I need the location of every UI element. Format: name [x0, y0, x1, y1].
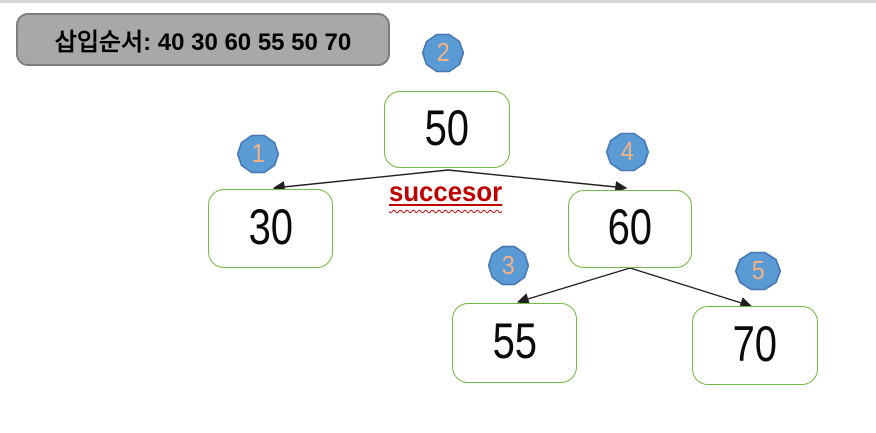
tree-node-value: 60: [607, 199, 653, 255]
decagon-shape-icon: [605, 132, 650, 172]
decagon-shape-icon: [236, 134, 280, 174]
tree-node-value: 30: [248, 198, 293, 255]
insertion-order-box: 삽입순서: 40 30 60 55 50 70: [16, 13, 390, 66]
tree-node-55: 55: [452, 303, 577, 383]
order-badge-number: 3: [501, 249, 516, 280]
successor-label: succesor: [389, 176, 512, 208]
tree-node-70: 70: [692, 306, 818, 385]
order-badge-2: 2: [421, 32, 465, 74]
order-badge-number: 1: [251, 138, 265, 168]
order-badge-number: 5: [751, 255, 765, 285]
tree-node-50: 50: [384, 91, 510, 168]
tree-node-value: 50: [424, 99, 470, 156]
order-badge-4: 4: [605, 131, 650, 173]
slide-top-border: [0, 0, 876, 3]
order-badge-5: 5: [734, 250, 782, 292]
order-badge-number: 4: [620, 136, 635, 166]
tree-node-30: 30: [208, 189, 333, 268]
tree-node-value: 70: [732, 315, 778, 372]
insertion-order-text: 삽입순서: 40 30 60 55 50 70: [54, 29, 352, 56]
edge-60-to-70: [629, 267, 753, 309]
order-badge-number: 2: [436, 37, 450, 67]
decagon-shape-icon: [734, 251, 782, 291]
decagon-shape-icon: [421, 33, 465, 73]
tree-node-60: 60: [568, 190, 692, 268]
edge-60-to-55: [516, 267, 631, 305]
successor-text: succesor: [389, 176, 503, 207]
tree-node-value: 55: [492, 313, 537, 369]
order-badge-1: 1: [236, 133, 280, 175]
order-badge-3: 3: [487, 244, 530, 287]
decagon-shape-icon: [487, 245, 530, 286]
